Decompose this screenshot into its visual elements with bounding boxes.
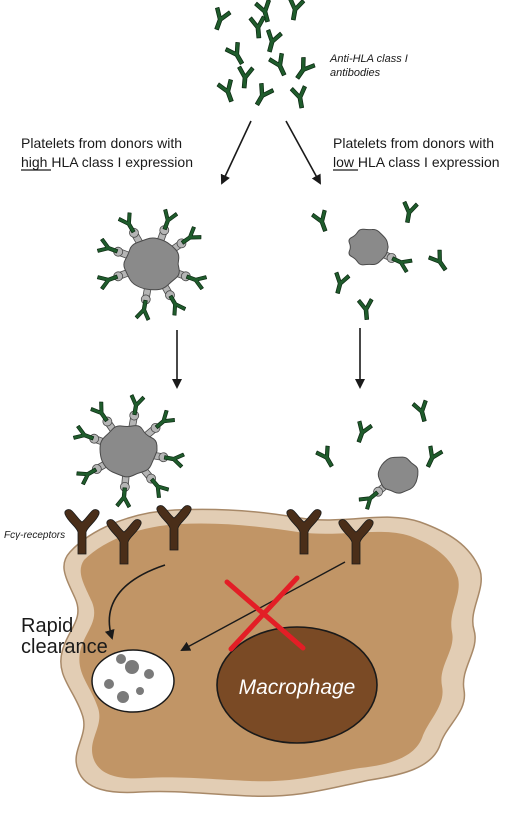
rapid-clearance-arrow [104, 564, 166, 640]
free-antibody-icon [428, 249, 448, 272]
bound-antibody-icon [76, 467, 98, 486]
platelet-high-hla [96, 208, 208, 321]
low-label-rest: HLA class I expression [354, 154, 500, 170]
low-label-line1: Platelets from donors with [333, 135, 494, 151]
bound-antibody-icon [150, 477, 170, 498]
debris-particle [125, 660, 139, 674]
bound-antibody-icon [96, 274, 119, 291]
blocked-uptake-arrow [180, 561, 346, 651]
debris-particle [144, 669, 154, 679]
macrophage-label: Macrophage [239, 676, 356, 699]
platelet-high-hla [72, 394, 185, 509]
high-label-rest: HLA class I expression [47, 154, 193, 170]
macrophage-nucleus [216, 626, 378, 744]
arrow-to-low [285, 120, 321, 185]
bound-antibody-icon [90, 401, 109, 423]
free-antibody-icon [295, 57, 316, 80]
fc-receptor-icon [106, 519, 142, 565]
fc-receptor-icon [286, 509, 322, 555]
debris-particle [136, 687, 144, 695]
free-antibody-icon [311, 209, 328, 232]
free-antibody-icon [266, 29, 283, 53]
high-label-line2: high HLA class I expression [21, 154, 193, 170]
platelet-low-hla [348, 228, 413, 273]
bound-antibody-icon [129, 394, 146, 416]
clearance-label: clearance [21, 636, 108, 658]
free-antibody-cloud [214, 0, 316, 109]
antibodies-label-line1: Anti-HLA class I [329, 53, 408, 65]
fc-receptors-label: Fcγ-receptors [4, 530, 65, 541]
high-word: high [21, 154, 47, 170]
bound-antibody-icon [168, 294, 187, 316]
bound-antibody-icon [180, 226, 202, 245]
red-cross-icon [224, 575, 306, 652]
free-antibody-icon [289, 85, 307, 109]
free-antibody-icon [248, 15, 266, 39]
bound-antibody-icon [185, 274, 208, 291]
platelet-body [348, 228, 389, 266]
debris-particle [104, 679, 114, 689]
high-label-line1: Platelets from donors with [21, 135, 182, 151]
free-antibody-icon [334, 271, 351, 294]
free-antibody-icon [288, 0, 306, 21]
bound-antibody-icon [391, 256, 413, 273]
bound-antibody-icon [134, 299, 151, 321]
free-antibody-icon [237, 65, 255, 89]
free-antibody-icon [315, 445, 334, 468]
debris-particle [117, 691, 129, 703]
free-antibody-icon [224, 41, 245, 65]
free-antibody-icon [216, 78, 234, 103]
platelet-body [377, 456, 419, 494]
antibodies-label-line2: antibodies [330, 67, 381, 79]
bound-antibody-icon [358, 490, 379, 510]
low-label-line2: low HLA class I expression [333, 154, 500, 170]
bound-antibody-icon [117, 212, 136, 234]
free-antibody-icon [268, 52, 287, 77]
debris-particle [116, 654, 126, 664]
platelet-body [123, 237, 180, 291]
bound-antibody-icon [72, 424, 95, 441]
bound-antibody-icon [162, 208, 179, 231]
bound-antibody-icon [163, 452, 185, 469]
fc-receptor-icon [156, 505, 192, 551]
bound-antibody-icon [115, 487, 132, 509]
platelet-body [99, 425, 158, 478]
rapid-label: Rapid [21, 615, 73, 637]
platelet-low-hla [358, 456, 419, 510]
free-antibody-icon [411, 399, 428, 422]
free-antibody-icon [356, 420, 373, 443]
phagosome [91, 649, 175, 713]
free-antibody-icon [254, 0, 271, 23]
free-antibody-icon [254, 82, 275, 106]
free-antibody-icon [402, 200, 419, 224]
bound-antibody-icon [154, 409, 175, 429]
fc-receptor-icon [64, 509, 100, 555]
fc-receptor-icon [338, 519, 374, 565]
platelets-layer [72, 200, 448, 510]
free-antibody-icon [214, 6, 232, 31]
low-word: low [333, 154, 355, 170]
fc-receptors [64, 505, 374, 565]
free-antibody-icon [357, 298, 374, 320]
free-antibody-icon [425, 445, 444, 468]
arrow-to-high [220, 120, 252, 185]
bound-antibody-icon [96, 237, 119, 254]
